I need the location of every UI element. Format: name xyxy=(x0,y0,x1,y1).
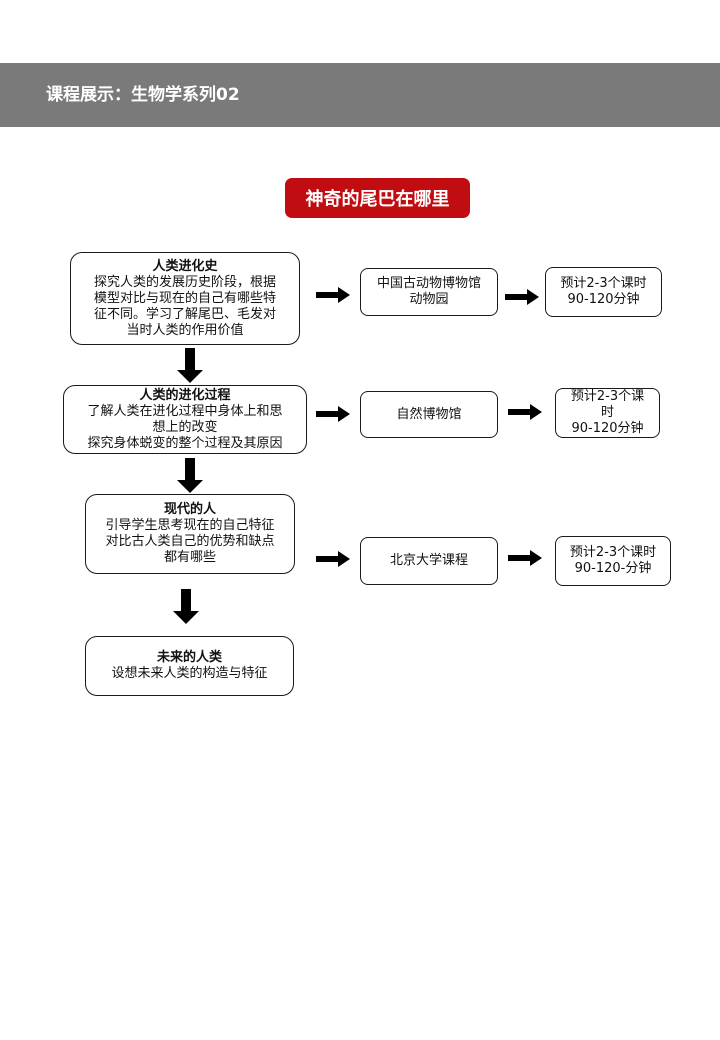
stage-desc-line: 了解人类在进化过程中身体上和思 xyxy=(87,403,283,419)
stage-title: 现代的人 xyxy=(163,502,216,517)
right-arrow-icon xyxy=(316,551,350,567)
duration-line: 90-120分钟 xyxy=(567,292,640,307)
stage-box-evolution-process: 人类的进化过程 了解人类在进化过程中身体上和思 想上的改变 探究身体蜕变的整个过… xyxy=(63,385,307,454)
duration-line: 90-120-分钟 xyxy=(574,561,652,576)
down-arrow-icon xyxy=(177,458,203,493)
venue-box: 中国古动物博物馆 动物园 xyxy=(360,268,498,316)
right-arrow-icon xyxy=(316,287,350,303)
down-arrow-icon xyxy=(177,348,203,383)
stage-box-modern-human: 现代的人 引导学生思考现在的自己特征 对比古人类自己的优势和缺点 都有哪些 xyxy=(85,494,295,574)
right-arrow-icon xyxy=(505,289,539,305)
duration-box: 预计2-3个课时 90-120分钟 xyxy=(545,267,662,317)
right-arrow-icon xyxy=(316,406,350,422)
venue-line: 自然博物馆 xyxy=(396,406,462,422)
venue-line: 中国古动物博物馆 xyxy=(376,276,481,291)
duration-box: 预计2-3个课时 90-120-分钟 xyxy=(555,536,671,586)
stage-desc-line: 当时人类的作用价值 xyxy=(126,322,244,338)
duration-box: 预计2-3个课 时 90-120分钟 xyxy=(555,388,660,438)
duration-line: 预计2-3个课时 xyxy=(569,545,657,560)
stage-desc-line: 引导学生思考现在的自己特征 xyxy=(105,518,275,533)
right-arrow-icon xyxy=(508,404,542,420)
stage-desc-line: 对比古人类自己的优势和缺点 xyxy=(105,534,275,549)
right-arrow-icon xyxy=(508,550,542,566)
venue-box: 北京大学课程 xyxy=(360,537,498,585)
venue-box: 自然博物馆 xyxy=(360,391,498,438)
page-title: 课程展示：生物学系列02 xyxy=(46,85,240,105)
venue-line: 北京大学课程 xyxy=(389,553,468,568)
duration-line: 90-120分钟 xyxy=(571,421,644,436)
stage-box-human-evolution-history: 人类进化史 探究人类的发展历史阶段，根据 模型对比与现在的自己有哪些特 征不同。… xyxy=(70,252,300,345)
stage-desc-line: 模型对比与现在的自己有哪些特 xyxy=(93,290,276,306)
stage-desc-line: 都有哪些 xyxy=(163,550,216,565)
header-band xyxy=(0,63,720,127)
down-arrow-icon xyxy=(173,589,199,624)
stage-desc-line: 探究人类的发展历史阶段，根据 xyxy=(93,274,276,290)
stage-desc-line: 征不同。学习了解尾巴、毛发对 xyxy=(93,306,276,322)
stage-title: 人类进化史 xyxy=(152,258,218,274)
stage-desc-line: 探究身体蜕变的整个过程及其原因 xyxy=(87,435,283,451)
duration-line: 预计2-3个课 xyxy=(570,389,645,404)
duration-line: 预计2-3个课时 xyxy=(560,276,647,291)
diagram-title: 神奇的尾巴在哪里 xyxy=(285,178,470,218)
stage-title: 人类的进化过程 xyxy=(139,387,231,403)
venue-line: 动物园 xyxy=(409,292,449,307)
stage-box-future-human: 未来的人类 设想未来人类的构造与特征 xyxy=(85,636,294,696)
duration-line: 时 xyxy=(600,405,614,420)
stage-desc-line: 设想未来人类的构造与特征 xyxy=(111,666,268,681)
stage-title: 未来的人类 xyxy=(156,650,222,665)
stage-desc-line: 想上的改变 xyxy=(152,419,218,435)
